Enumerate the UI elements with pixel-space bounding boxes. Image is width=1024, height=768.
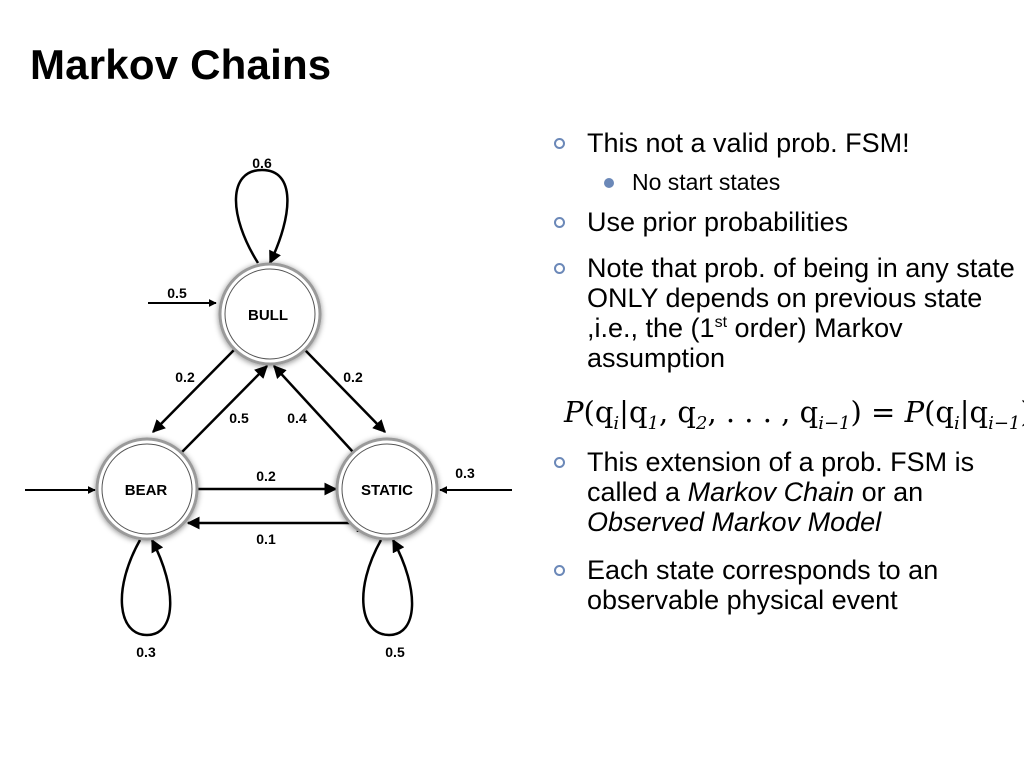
- edge-bull-self-loop: [234, 168, 289, 265]
- bullet-prior-probabilities: Use prior probabilities: [550, 207, 1020, 237]
- formula-sub: i−1: [988, 412, 1021, 434]
- formula-lhs-open: (q: [583, 395, 614, 429]
- formula-bar: |q: [959, 395, 989, 429]
- formula-sub: i: [613, 412, 620, 434]
- edge-bull-to-bear: [152, 349, 235, 433]
- sub-bullet-text: No start states: [632, 169, 781, 195]
- prob-bear-to-bull: 0.5: [229, 410, 249, 426]
- prob-static-to-bull: 0.4: [287, 410, 307, 426]
- formula-rhs-func: P: [904, 395, 925, 429]
- formula-sub: i−1: [818, 412, 851, 434]
- bullet-observable-event: Each state corresponds to an observable …: [550, 555, 1020, 615]
- state-node-static: STATIC: [335, 437, 439, 541]
- prob-bull-to-bear: 0.2: [175, 369, 195, 385]
- state-node-bear: BEAR: [95, 437, 199, 541]
- edge-static-to-bull: [273, 365, 354, 453]
- formula-rhs-open: (q: [924, 395, 954, 429]
- bullet-text: This not a valid prob. FSM!: [587, 128, 910, 158]
- bullet-text: Each state corresponds to an observable …: [587, 555, 939, 615]
- edge-bear-to-bull: [181, 365, 268, 453]
- bullet-not-valid-fsm: This not a valid prob. FSM!: [550, 128, 1020, 158]
- prob-bull-start: 0.5: [167, 285, 187, 301]
- formula-equals: =: [861, 395, 905, 429]
- markov-chain-diagram: BULL BEAR STATIC 0.6 0.5 0.2 0.2 0.5 0.4…: [25, 155, 512, 660]
- formula-lhs-func: P: [564, 395, 584, 429]
- term-markov-chain: Markov Chain: [687, 477, 855, 507]
- edge-static-self-loop: [362, 538, 414, 637]
- state-label-bear: BEAR: [125, 482, 168, 499]
- bullet-text: Use prior probabilities: [587, 207, 849, 237]
- bullet-markov-assumption: Note that prob. of being in any state ON…: [550, 253, 1020, 373]
- formula-comma: , q: [658, 395, 696, 429]
- edge-bear-self-loop: [120, 538, 172, 637]
- formula-close: ): [850, 395, 862, 429]
- formula-ellipsis: , . . . , q: [707, 395, 819, 429]
- prob-static-to-bear: 0.1: [256, 531, 276, 547]
- formula-sub: 2: [695, 412, 708, 434]
- markov-formula: P(qi|q1, q2, . . . , qi−1) = P(qi|qi−1): [564, 395, 1024, 432]
- bullet-text-part1: Note that prob. of being in any state ON…: [587, 253, 1015, 343]
- bullet-text-part2: order) Markov assumption: [587, 313, 903, 373]
- filled-bullet-icon: [604, 178, 614, 188]
- term-observed-markov-model: Observed Markov Model: [587, 507, 882, 537]
- superscript-st: st: [714, 314, 728, 331]
- edge-bull-to-static: [304, 349, 386, 433]
- slide-title: Markov Chains: [30, 41, 332, 88]
- prob-static-start: 0.3: [455, 465, 475, 481]
- state-label-static: STATIC: [361, 482, 413, 499]
- bullet-markov-chain-definition: This extension of a prob. FSM is called …: [550, 447, 1020, 537]
- sub-bullet-no-start-states: No start states: [550, 169, 1020, 195]
- formula-sub: 1: [647, 412, 659, 434]
- prob-bear-to-static: 0.2: [256, 468, 276, 484]
- prob-bull-to-static: 0.2: [343, 369, 363, 385]
- hollow-bullet-icon: [554, 263, 565, 274]
- hollow-bullet-icon: [554, 138, 565, 149]
- hollow-bullet-icon: [554, 217, 565, 228]
- prob-static-self: 0.5: [385, 644, 405, 660]
- hollow-bullet-icon: [554, 457, 565, 468]
- state-node-bull: BULL: [218, 262, 322, 366]
- bullet-list: This not a valid prob. FSM! No start sta…: [550, 128, 1024, 615]
- prob-bull-self: 0.6: [252, 155, 272, 171]
- formula-sub: i: [953, 412, 960, 434]
- bullet-text-part1: This extension of a prob. FSM is called …: [587, 447, 975, 507]
- prob-bear-self: 0.3: [136, 644, 156, 660]
- bullet-text-mid: or an: [854, 477, 924, 507]
- hollow-bullet-icon: [554, 565, 565, 576]
- formula-bar: |q: [619, 395, 648, 429]
- formula-close: ): [1020, 395, 1024, 429]
- state-label-bull: BULL: [248, 307, 288, 324]
